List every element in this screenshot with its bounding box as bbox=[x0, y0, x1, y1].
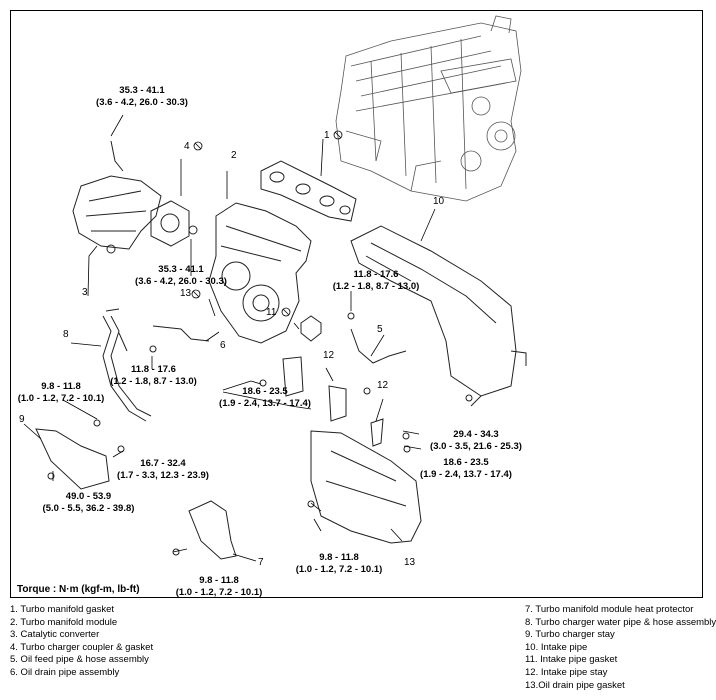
torque-label-small-protector: 9.8 - 11.8 (1.0 - 1.2, 7.2 - 10.1) bbox=[169, 575, 269, 598]
callout-13-lower: 13 bbox=[404, 557, 416, 568]
torque-conversion: (1.0 - 1.2, 7.2 - 10.1) bbox=[175, 587, 263, 598]
torque-conversion: (3.6 - 4.2, 26.0 - 30.3) bbox=[135, 276, 227, 287]
legend-item: 4. Turbo charger coupler & gasket bbox=[10, 641, 154, 653]
callout-11: 11 bbox=[266, 307, 277, 318]
turbo-charger-coupler-part bbox=[150, 200, 190, 247]
intake-pipe-part bbox=[350, 225, 527, 407]
torque-conversion: (3.0 - 3.5, 21.6 - 25.3) bbox=[430, 441, 522, 452]
torque-label-heat-protector: 9.8 - 11.8 (1.0 - 1.2, 7.2 - 10.1) bbox=[289, 552, 389, 576]
torque-value: 35.3 - 41.1 bbox=[158, 264, 204, 275]
turbo-charger-stay-part bbox=[35, 428, 110, 490]
torque-conversion: (3.6 - 4.2, 26.0 - 30.3) bbox=[96, 97, 188, 108]
torque-value: 9.8 - 11.8 bbox=[199, 575, 239, 586]
callout-9: 9 bbox=[19, 414, 25, 425]
torque-value: 9.8 - 11.8 bbox=[319, 552, 359, 563]
parts-artwork bbox=[23, 15, 527, 562]
callout-13-upper: 13 bbox=[180, 288, 192, 299]
callout-5: 5 bbox=[377, 324, 383, 335]
callout-1: 1 bbox=[324, 130, 330, 141]
torque-value: 29.4 - 34.3 bbox=[453, 429, 499, 440]
torque-conversion: (1.2 - 1.8, 8.7 - 13.0) bbox=[332, 281, 420, 292]
torque-label-oil-drain: 11.8 - 17.6 (1.2 - 1.8, 8.7 - 13.0) bbox=[96, 364, 211, 388]
torque-label-water-pipe: 9.8 - 11.8 (1.0 - 1.2, 7.2 - 10.1) bbox=[11, 381, 111, 405]
torque-label-intake-stay-right: 29.4 - 34.3 (3.0 - 3.5, 21.6 - 25.3) bbox=[416, 429, 536, 453]
heat-protector-part bbox=[310, 430, 422, 544]
legend-item: 7. Turbo manifold module heat protector bbox=[525, 604, 694, 615]
torque-label-catalytic-bolt: 35.3 - 41.1 (3.6 - 4.2, 26.0 - 30.3) bbox=[87, 85, 197, 109]
torque-label-stay-upper: 16.7 - 32.4 (1.7 - 3.3, 12.3 - 23.9) bbox=[107, 458, 219, 482]
torque-value: 18.6 - 23.5 bbox=[443, 457, 489, 468]
legend-item: 8. Turbo charger water pipe & hose assem… bbox=[525, 616, 716, 628]
torque-value: 11.8 - 17.6 bbox=[353, 269, 399, 280]
torque-label-stay-lower: 49.0 - 53.9 (5.0 - 5.5, 36.2 - 39.8) bbox=[31, 491, 146, 515]
small-heat-protector-part bbox=[188, 500, 237, 560]
torque-label-intake-stay-lower: 18.6 - 23.5 (1.9 - 2.4, 13.7 - 17.4) bbox=[406, 457, 526, 481]
callout-4: 4 bbox=[184, 141, 190, 152]
legend-item: 9. Turbo charger stay bbox=[525, 629, 615, 641]
torque-value: 11.8 - 17.6 bbox=[131, 364, 176, 375]
legend-item: 2. Turbo manifold module bbox=[10, 616, 118, 628]
legend-item: 3. Catalytic converter bbox=[10, 629, 100, 641]
callout-7: 7 bbox=[258, 557, 264, 568]
legend-item: 5. Oil feed pipe & hose assembly bbox=[10, 654, 149, 666]
exploded-parts-diagram: 35.3 - 41.1 (3.6 - 4.2, 26.0 - 30.3) 35.… bbox=[10, 10, 703, 598]
legend-item: 11. Intake pipe gasket bbox=[525, 654, 618, 666]
callout-6: 6 bbox=[220, 340, 226, 351]
torque-value: 16.7 - 32.4 bbox=[140, 458, 186, 469]
torque-label-oil-feed: 11.8 - 17.6 (1.2 - 1.8, 8.7 - 13.0) bbox=[321, 269, 431, 293]
oil-feed-pipe-part bbox=[350, 328, 407, 364]
torque-conversion: (1.0 - 1.2, 7.2 - 10.1) bbox=[17, 393, 105, 404]
water-pipe-part bbox=[102, 308, 152, 422]
torque-conversion: (1.9 - 2.4, 13.7 - 17.4) bbox=[219, 398, 311, 409]
torque-label-coupler-bolt: 35.3 - 41.1 (3.6 - 4.2, 26.0 - 30.3) bbox=[116, 264, 246, 288]
turbo-manifold-module-part bbox=[208, 202, 312, 344]
callout-12-lower: 12 bbox=[377, 380, 389, 391]
torque-value: 49.0 - 53.9 bbox=[65, 491, 112, 502]
torque-conversion: (1.2 - 1.8, 8.7 - 13.0) bbox=[110, 376, 197, 387]
torque-label-intake-stay-left: 18.6 - 23.5 (1.9 - 2.4, 13.7 - 17.4) bbox=[205, 386, 325, 410]
legend-item: 6. Oil drain pipe assembly bbox=[10, 666, 120, 678]
engine-block-illustration bbox=[335, 15, 522, 202]
legend-item: 1. Turbo manifold gasket bbox=[10, 604, 115, 615]
torque-value: 18.6 - 23.5 bbox=[242, 386, 288, 397]
callout-12-upper: 12 bbox=[323, 350, 335, 361]
callout-2: 2 bbox=[231, 150, 237, 161]
callout-8: 8 bbox=[63, 329, 69, 340]
catalytic-converter-part bbox=[72, 140, 162, 254]
callout-10: 10 bbox=[433, 196, 445, 207]
torque-units-note: Torque : N·m (kgf-m, lb-ft) bbox=[17, 584, 140, 595]
oil-drain-pipe-part bbox=[152, 325, 210, 342]
torque-conversion: (1.7 - 3.3, 12.3 - 23.9) bbox=[117, 470, 209, 481]
legend-left: 1. Turbo manifold gasket 2. Turbo manifo… bbox=[10, 604, 153, 680]
callout-3: 3 bbox=[82, 287, 88, 298]
legend-right: 7. Turbo manifold module heat protector … bbox=[525, 604, 716, 692]
torque-conversion: (5.0 - 5.5, 36.2 - 39.8) bbox=[42, 503, 135, 514]
torque-value: 35.3 - 41.1 bbox=[119, 85, 165, 96]
torque-value: 9.8 - 11.8 bbox=[41, 381, 81, 392]
turbo-manifold-gasket-part bbox=[260, 160, 357, 222]
torque-conversion: (1.0 - 1.2, 7.2 - 10.1) bbox=[295, 564, 383, 575]
legend-item: 10. Intake pipe bbox=[525, 641, 588, 653]
torque-conversion: (1.9 - 2.4, 13.7 - 17.4) bbox=[420, 469, 512, 480]
legend-item: 12. Intake pipe stay bbox=[525, 666, 608, 678]
legend-item: 13.Oil drain pipe gasket bbox=[525, 679, 625, 691]
